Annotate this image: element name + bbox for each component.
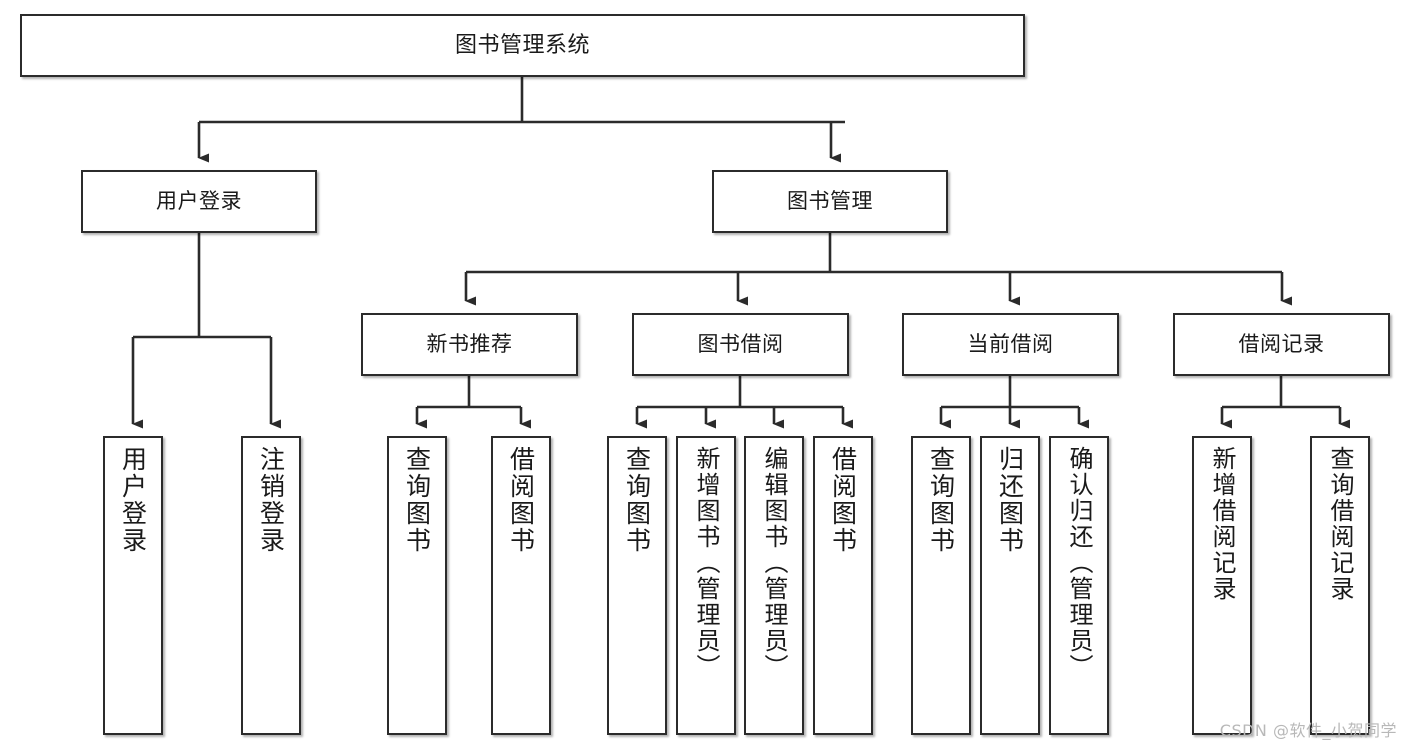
node-book-borrow[interactable]: 图书借阅 [632,313,849,376]
node-label: 注销登录 [256,446,286,554]
node-book-management[interactable]: 图书管理 [712,170,948,233]
node-leaf-borrow-add-book-admin[interactable]: 新增图书（管理员） [676,436,736,735]
node-leaf-borrow-edit-book-admin[interactable]: 编辑图书（管理员） [744,436,804,735]
node-label: 查询图书 [402,446,432,554]
node-label: 查询图书 [622,446,652,554]
node-label: 用户登录 [118,446,148,554]
node-leaf-record-query-record[interactable]: 查询借阅记录 [1310,436,1370,735]
node-leaf-current-confirm-return-admin[interactable]: 确认归还（管理员） [1049,436,1109,735]
node-label: 新书推荐 [426,332,513,357]
csdn-watermark: CSDN @软件_小贺同学 [1219,721,1397,740]
node-label: 图书管理 [787,189,873,214]
node-label: 编辑图书（管理员） [760,446,788,680]
node-label: 借阅记录 [1238,332,1325,357]
node-label: 新增借阅记录 [1208,446,1236,602]
node-borrow-record[interactable]: 借阅记录 [1173,313,1390,376]
node-root-system[interactable]: 图书管理系统 [20,14,1025,77]
node-current-borrow[interactable]: 当前借阅 [902,313,1119,376]
node-label: 查询图书 [926,446,956,554]
node-label: 借阅图书 [506,446,536,554]
node-label: 图书管理系统 [454,32,590,58]
node-leaf-borrow-query-book[interactable]: 查询图书 [607,436,667,735]
node-label: 借阅图书 [828,446,858,554]
node-label: 当前借阅 [967,332,1054,357]
node-new-book-recommend[interactable]: 新书推荐 [361,313,578,376]
node-leaf-record-add-record[interactable]: 新增借阅记录 [1192,436,1252,735]
node-leaf-newbook-query-book[interactable]: 查询图书 [387,436,447,735]
node-user-login[interactable]: 用户登录 [81,170,317,233]
node-leaf-newbook-borrow-book[interactable]: 借阅图书 [491,436,551,735]
node-leaf-borrow-borrow-book[interactable]: 借阅图书 [813,436,873,735]
node-label: 归还图书 [995,446,1025,554]
node-label: 新增图书（管理员） [692,446,720,680]
node-label: 图书借阅 [697,332,784,357]
node-leaf-logout[interactable]: 注销登录 [241,436,301,735]
node-label: 用户登录 [156,189,242,214]
node-leaf-current-query-book[interactable]: 查询图书 [911,436,971,735]
node-leaf-user-login[interactable]: 用户登录 [103,436,163,735]
node-leaf-current-return-book[interactable]: 归还图书 [980,436,1040,735]
node-label: 确认归还（管理员） [1065,446,1093,680]
node-label: 查询借阅记录 [1326,446,1354,602]
